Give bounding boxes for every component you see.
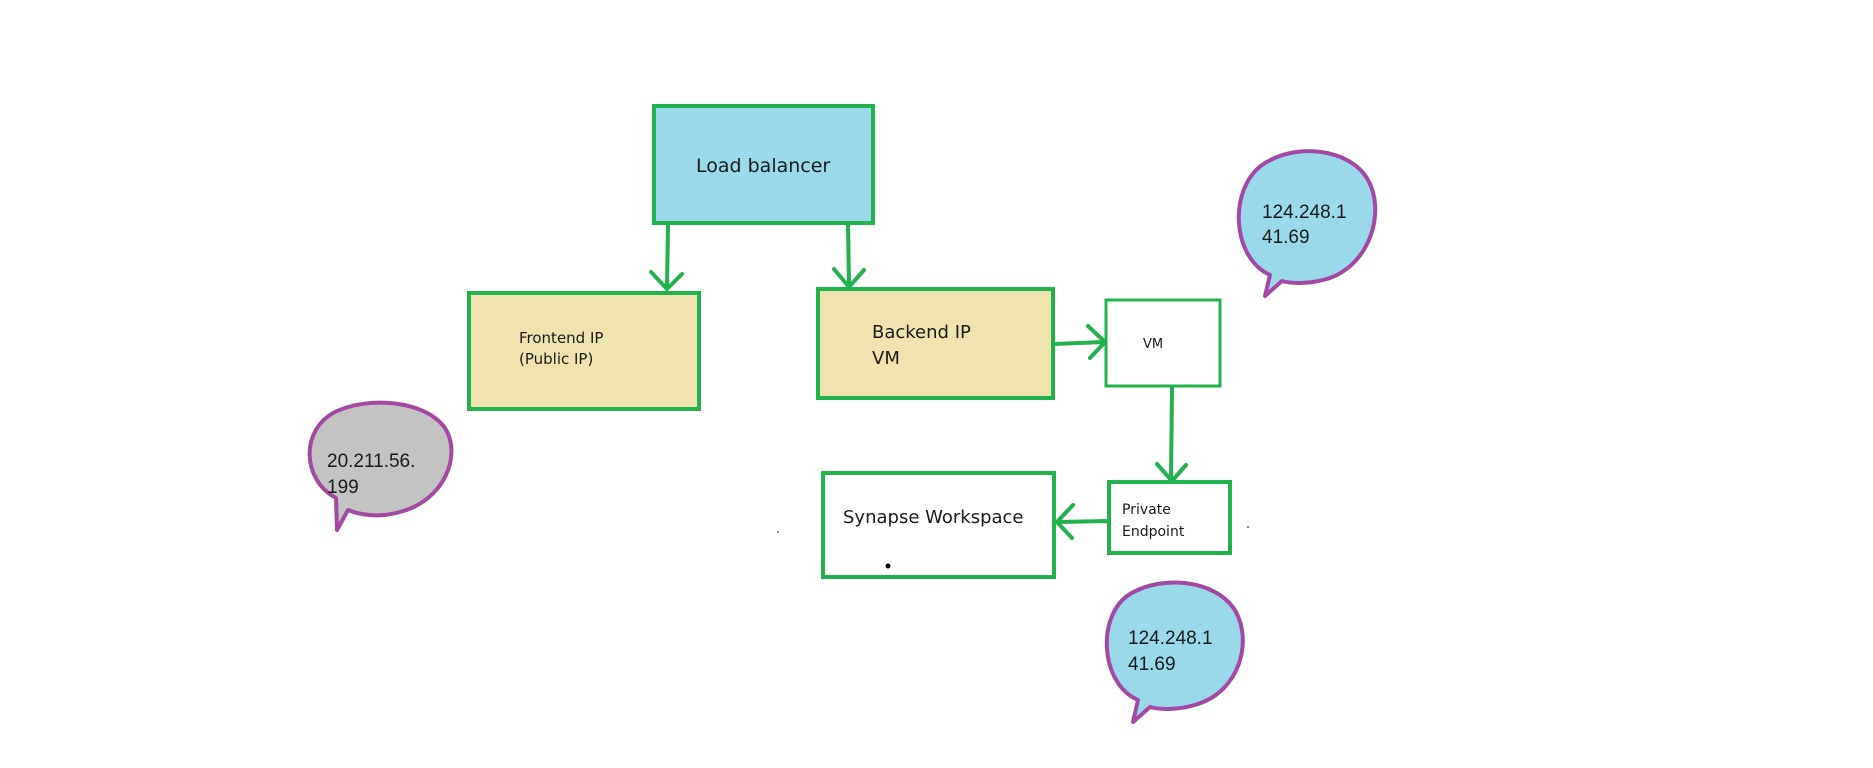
public-ip-bubble: 20.211.56. 199 — [307, 400, 454, 532]
backend-ip-label-line2: VM — [872, 348, 900, 369]
load-balancer-box — [652, 104, 875, 225]
backend-ip-box — [816, 287, 1055, 400]
backend-ip-node: Backend IP VM — [816, 287, 1055, 400]
load-balancer-label: Load balancer — [696, 155, 830, 177]
private-endpoint-label-line1: Private — [1122, 502, 1171, 518]
vm-ip-line2: 41.69 — [1262, 227, 1310, 248]
arrow-backend-to-vm — [1052, 324, 1107, 360]
arrow-lb-to-frontend — [649, 223, 684, 291]
arrow-vm-to-endpoint — [1155, 386, 1188, 483]
endpoint-ip-line2: 41.69 — [1128, 654, 1176, 675]
synapse-workspace-box — [821, 471, 1056, 579]
vm-box — [1104, 298, 1222, 388]
stray-mark-right — [1247, 526, 1249, 528]
vm-ip-bubble: 124.248.1 41.69 — [1236, 149, 1378, 298]
stray-mark-left — [777, 531, 779, 533]
public-ip-line1: 20.211.56. — [327, 451, 415, 472]
arrow-lb-to-backend — [832, 222, 866, 289]
vm-ip-line1: 124.248.1 — [1262, 202, 1347, 223]
vm-ip-bubble-shape — [1236, 149, 1378, 298]
frontend-ip-label-line1: Frontend IP — [519, 329, 603, 347]
frontend-ip-node: Frontend IP (Public IP) — [467, 291, 701, 411]
backend-ip-label-line1: Backend IP — [872, 322, 971, 343]
endpoint-ip-bubble-shape — [1104, 580, 1245, 724]
synapse-workspace-label: Synapse Workspace — [843, 507, 1024, 528]
private-endpoint-box — [1107, 480, 1232, 555]
public-ip-bubble-shape — [307, 400, 454, 532]
frontend-ip-label-line2: (Public IP) — [519, 350, 593, 368]
arrow-endpoint-to-synapse — [1055, 503, 1110, 540]
stray-dot — [885, 563, 891, 569]
arrows — [649, 222, 1188, 540]
endpoint-ip-bubble: 124.248.1 41.69 — [1104, 580, 1245, 724]
private-endpoint-node: Private Endpoint — [1107, 480, 1232, 555]
private-endpoint-label-line2: Endpoint — [1122, 524, 1185, 540]
load-balancer-node: Load balancer — [652, 104, 875, 225]
endpoint-ip-line1: 124.248.1 — [1128, 628, 1213, 649]
synapse-workspace-node: Synapse Workspace — [821, 471, 1056, 579]
public-ip-line2: 199 — [327, 477, 359, 498]
frontend-ip-box — [467, 291, 701, 411]
vm-node: VM — [1104, 298, 1222, 388]
vm-label: VM — [1143, 337, 1163, 352]
